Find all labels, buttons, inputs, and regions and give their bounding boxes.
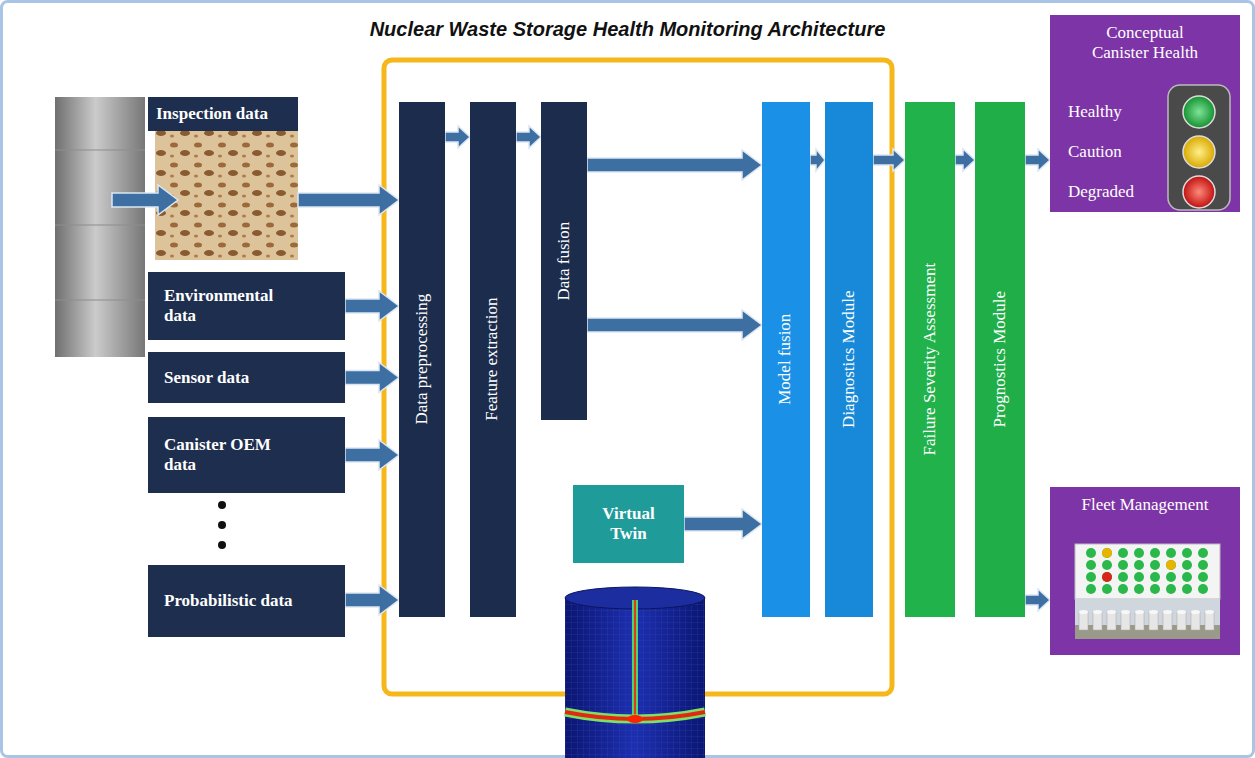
process-bar: Data fusion	[541, 102, 587, 420]
flow-arrow	[955, 149, 975, 171]
bar-label: Prognostics Module	[990, 291, 1010, 427]
pad-casks	[1077, 609, 1218, 631]
text-holder: Fleet Management	[1050, 487, 1240, 515]
fem-body	[565, 598, 705, 758]
text-holder: Caution	[1068, 142, 1122, 162]
model-bar: Diagnostics Module	[825, 102, 873, 617]
output-box: Conceptual Canister HealthHealthyCaution…	[1050, 15, 1240, 212]
box-label: Virtual Twin	[587, 504, 671, 543]
weld-line	[55, 150, 145, 300]
text-holder: Diagnostics Module	[780, 349, 917, 369]
fem-seam-halo	[632, 600, 638, 715]
flow-arrow	[345, 585, 399, 615]
text-holder: Healthy	[1068, 102, 1122, 122]
box-label: Sensor data	[164, 368, 249, 388]
input-box: Sensor data	[148, 352, 345, 403]
fem-mesh	[565, 598, 705, 758]
input-box: Probabilistic data	[148, 565, 345, 637]
text-holder: Sensor data	[164, 368, 249, 388]
box-label: Environmental data	[164, 286, 304, 325]
flow-arrow	[587, 310, 762, 340]
text-holder: Prognostics Module	[932, 349, 1068, 369]
flow-arrow	[1025, 589, 1050, 611]
text-holder: Probabilistic data	[164, 591, 293, 611]
flow-arrow	[345, 363, 399, 393]
flow-arrow	[298, 185, 399, 215]
light-housing	[1168, 85, 1230, 210]
input-box: Environmental data	[148, 272, 345, 340]
flow-arrow	[345, 291, 399, 321]
input-box: Canister OEM data	[148, 417, 345, 493]
ellipsis-dot	[218, 521, 226, 529]
red-lamp	[1183, 176, 1215, 208]
box-label: Canister OEM data	[164, 435, 304, 474]
text-holder: Virtual Twin	[587, 504, 671, 543]
bar-label: Feature extraction	[483, 298, 503, 421]
degraded-dot	[1102, 572, 1112, 582]
text-holder: Environmental data	[164, 286, 304, 325]
diagram-title: Nuclear Waste Storage Health Monitoring …	[370, 18, 886, 41]
text-holder: Feature extraction	[431, 349, 554, 369]
ellipsis-dot	[218, 541, 226, 549]
caution-dot	[1102, 548, 1112, 558]
box-label: Conceptual Canister Health	[1081, 23, 1209, 63]
status-label: Caution	[1068, 142, 1122, 162]
fem-hotspot	[627, 715, 643, 723]
flow-arrow	[587, 150, 762, 180]
output-box: Fleet Management	[1050, 487, 1240, 655]
process-bar: Data preprocessing	[399, 102, 445, 617]
twin-box: Virtual Twin	[573, 485, 684, 563]
model-bar: Model fusion	[762, 102, 810, 617]
text-holder: Data fusion	[525, 251, 604, 271]
assessment-bar: Failure Severity Assessment	[905, 102, 955, 617]
box-label: Probabilistic data	[164, 591, 293, 611]
fem-canister	[565, 587, 705, 758]
text-holder: Canister OEM data	[164, 435, 304, 474]
canister-photo	[55, 97, 145, 357]
flow-arrow	[516, 126, 541, 148]
process-bar: Feature extraction	[470, 102, 516, 617]
text-holder: Inspection data	[148, 97, 298, 131]
photo-arrow	[112, 185, 178, 215]
bar-label: Data fusion	[554, 222, 574, 301]
ellipsis-dot	[218, 501, 226, 509]
assessment-bar: Prognostics Module	[975, 102, 1025, 617]
text-holder: Data preprocessing	[357, 349, 488, 369]
box-label: Fleet Management	[1081, 495, 1209, 515]
flow-arrow	[873, 149, 905, 171]
flow-arrow	[345, 440, 399, 470]
bar-label: Failure Severity Assessment	[920, 263, 940, 456]
flow-arrow	[810, 149, 825, 171]
green-lamp	[1183, 96, 1215, 128]
image-input-box: Inspection data	[148, 97, 298, 260]
pad-photo-sky	[1075, 599, 1220, 639]
flow-arrow	[684, 509, 762, 539]
text-holder: Degraded	[1068, 182, 1134, 202]
fleet-grid-panel	[1075, 544, 1220, 599]
flow-arrow	[1025, 149, 1050, 171]
fleet-grid	[1083, 547, 1211, 595]
text-holder: Model fusion	[740, 349, 831, 369]
box-label: Inspection data	[148, 97, 298, 131]
text-holder: Conceptual Canister Health	[1050, 15, 1240, 63]
bar-label: Diagnostics Module	[839, 291, 859, 428]
status-label: Degraded	[1068, 182, 1134, 202]
status-label: Healthy	[1068, 102, 1122, 122]
bar-label: Data preprocessing	[412, 294, 432, 425]
caution-dot	[1166, 560, 1176, 570]
fem-seam	[634, 600, 636, 715]
bar-label: Model fusion	[776, 314, 796, 405]
yellow-lamp	[1183, 136, 1215, 168]
processing-frame	[384, 60, 892, 694]
flow-arrow	[445, 126, 470, 148]
